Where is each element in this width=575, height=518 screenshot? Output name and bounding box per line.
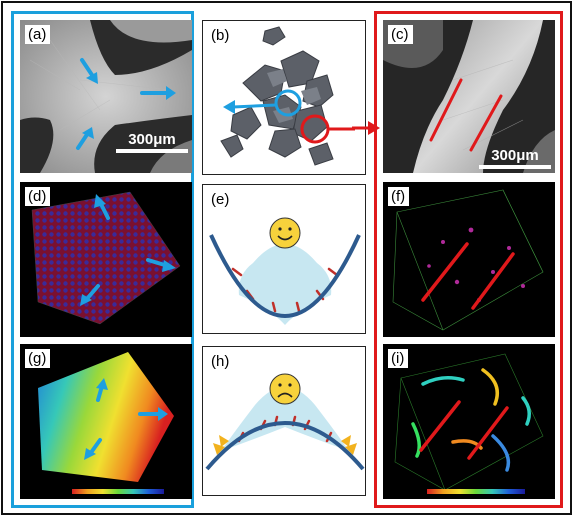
cell-on-concave-diagram [209, 217, 361, 325]
colorbar-g [72, 489, 164, 494]
panel-i-curvature-convex: (i) [383, 344, 555, 499]
happy-face-icon [269, 217, 301, 249]
stress-arrows-h [213, 435, 357, 455]
panel-c-sem-convex: (c) 300μm [383, 20, 555, 173]
panel-g-curvature-concave: (g) [20, 344, 192, 499]
focal-adhesions-e [231, 267, 339, 313]
panel-label-a: (a) [25, 25, 51, 44]
panel-h-convex-schematic: (h) [202, 346, 366, 496]
panel-label-i: (i) [388, 349, 409, 368]
curvature-map-g [38, 352, 174, 482]
concave-highlight-circle [274, 89, 302, 117]
panel-label-d: (d) [25, 187, 51, 206]
scale-bar-c: 300μm [479, 147, 551, 169]
panel-f-confocal-convex: (f) [383, 182, 555, 337]
panel-label-e: (e) [208, 190, 234, 209]
confocal-image-f [392, 189, 544, 331]
red-lines-f [421, 242, 515, 310]
panel-label-f: (f) [388, 187, 410, 206]
convex-group-frame [374, 11, 563, 508]
scale-text-a: 300μm [128, 131, 176, 148]
scale-bar-a: 300μm [116, 131, 188, 153]
panel-a-sem-concave: (a) 300μm [20, 20, 192, 173]
panel-e-concave-schematic: (e) [202, 184, 366, 334]
sem-image-c [383, 20, 555, 173]
panel-label-g: (g) [25, 349, 51, 368]
colorbar-i [427, 489, 525, 494]
panel-label-c: (c) [388, 25, 413, 44]
convex-surface-curve [205, 421, 365, 471]
confocal-image-d [31, 191, 181, 325]
panel-label-b: (b) [208, 26, 234, 45]
concave-group-frame [11, 11, 194, 508]
concave-surface-curve [209, 234, 361, 318]
panel-label-h: (h) [208, 352, 234, 371]
red-lines-c [429, 78, 503, 152]
red-pointer-arrow [352, 121, 380, 135]
red-lines-i [419, 400, 509, 460]
lattice-unit-cell-diagram [220, 26, 355, 166]
curvature-map-i [394, 353, 544, 491]
sem-image-a [20, 20, 192, 173]
scale-text-c: 300μm [491, 147, 539, 164]
panel-b-lattice-schematic: (b) [202, 20, 366, 175]
sad-face-icon [269, 373, 301, 405]
panel-d-confocal-concave: (d) [20, 182, 192, 337]
cell-on-convex-diagram [205, 373, 365, 471]
